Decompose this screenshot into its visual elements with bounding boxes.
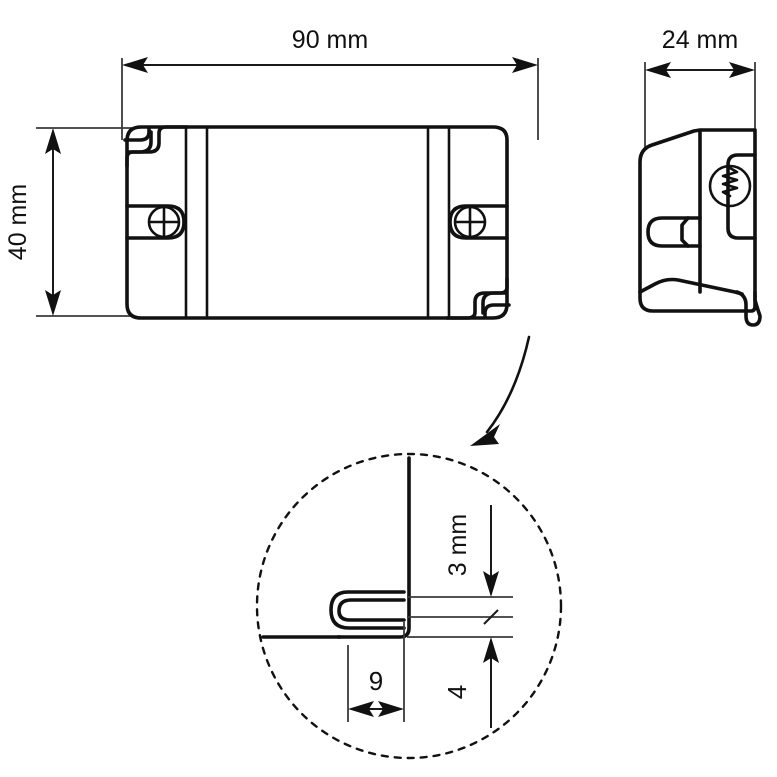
tab-offset-arrow	[483, 637, 499, 663]
cable-gland-thread	[721, 166, 739, 198]
right-tab-hook-lip	[483, 303, 511, 319]
right-tab-lower-hook	[445, 277, 509, 320]
detail-leader-curve	[485, 335, 531, 434]
tab-thickness-tick	[483, 609, 499, 625]
detail-hook-inner	[337, 598, 406, 622]
right-screw-tab	[448, 204, 509, 240]
left-tab-inner-hook	[126, 130, 153, 154]
tab-width-arrow-right	[378, 701, 404, 717]
detail-housing-wall	[336, 456, 411, 639]
length-arrow-right	[512, 57, 538, 73]
height-arrow-bottom	[45, 290, 61, 316]
tab-width-arrow-left	[348, 701, 374, 717]
side-lower-foot	[638, 277, 744, 296]
detail-leader-arrow	[470, 335, 531, 446]
length-dimension-group	[121, 57, 539, 140]
top-view-drawing	[123, 125, 511, 320]
height-dimension-group	[36, 127, 132, 317]
detail-leader-arrowhead	[470, 424, 500, 446]
tab-width-dimension-group	[347, 622, 405, 722]
side-left-clip-bevel	[680, 216, 690, 248]
height-dimension-label: 40 mm	[4, 184, 32, 260]
height-arrow-top	[45, 128, 61, 154]
right-tab-inner-hook	[481, 291, 508, 315]
side-left-clip	[646, 216, 702, 248]
tab-offset-label: 4	[442, 685, 472, 699]
cable-gland-circle	[708, 164, 752, 208]
length-dimension-label: 90 mm	[292, 26, 368, 54]
tab-thickness-dimension-group	[483, 505, 499, 625]
detail-view-geometry	[261, 456, 411, 639]
left-tab-hook-lip	[123, 126, 151, 142]
detail-hook-outer	[329, 590, 406, 630]
length-arrow-left	[122, 57, 148, 73]
side-lower-hook-tip	[735, 290, 762, 327]
side-cable-notch	[726, 153, 757, 240]
width-dimension-label: 24 mm	[662, 26, 738, 54]
left-screw-tab	[125, 204, 186, 240]
width-arrow-right	[729, 62, 755, 78]
tab-thickness-arrow	[483, 571, 499, 597]
left-tab-upper-hook	[125, 125, 189, 168]
housing-body-outline	[125, 125, 509, 320]
side-housing-outline	[638, 128, 757, 313]
tab-width-label: 9	[369, 666, 383, 696]
tab-offset-dimension-group	[483, 637, 499, 728]
tab-thickness-label: 3 mm	[444, 514, 472, 577]
detail-view-boundary-circle	[255, 452, 563, 760]
side-view-drawing	[638, 128, 762, 327]
width-arrow-left	[645, 62, 671, 78]
